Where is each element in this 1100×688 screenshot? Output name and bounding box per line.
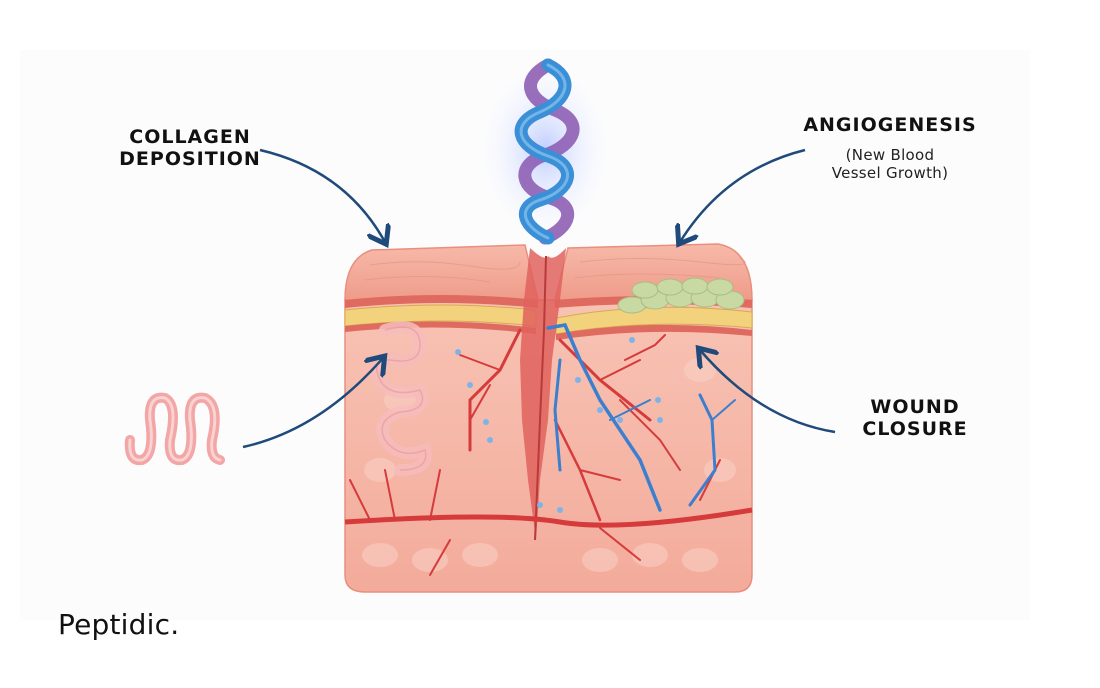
collagen-label-line2: DEPOSITION: [119, 147, 261, 170]
vein-network: [546, 323, 736, 512]
collagen-deposition-label: COLLAGEN DEPOSITION: [100, 126, 280, 171]
peptide-helix-icon: [514, 58, 580, 245]
artery-network: [349, 328, 721, 576]
brand-logo: Peptidic.: [58, 608, 180, 641]
arrow-icon-wound-closure: [700, 350, 836, 434]
arrow-icon-angiogenesis: [680, 148, 806, 242]
granulation-tissue: [617, 277, 745, 314]
angiogenesis-sub-line1: (New Blood: [845, 146, 935, 164]
wound-label-line1: WOUND: [870, 396, 960, 418]
capillary-tips: [455, 337, 663, 513]
arrow-icon-collagen: [259, 148, 385, 242]
collagen-label-line1: COLLAGEN: [129, 126, 251, 148]
arrow-icon-collagen-fiber: [242, 358, 383, 449]
angiogenesis-subtitle: (New Blood Vessel Growth): [800, 146, 980, 182]
collagen-fiber-icon: [124, 392, 225, 466]
angiogenesis-title: ANGIOGENESIS: [803, 114, 977, 136]
wound-label-line2: CLOSURE: [862, 417, 968, 440]
wound-closure-label: WOUND CLOSURE: [840, 396, 990, 441]
skin-tissue-block: [344, 243, 753, 593]
angiogenesis-sub-line2: Vessel Growth): [831, 164, 949, 182]
